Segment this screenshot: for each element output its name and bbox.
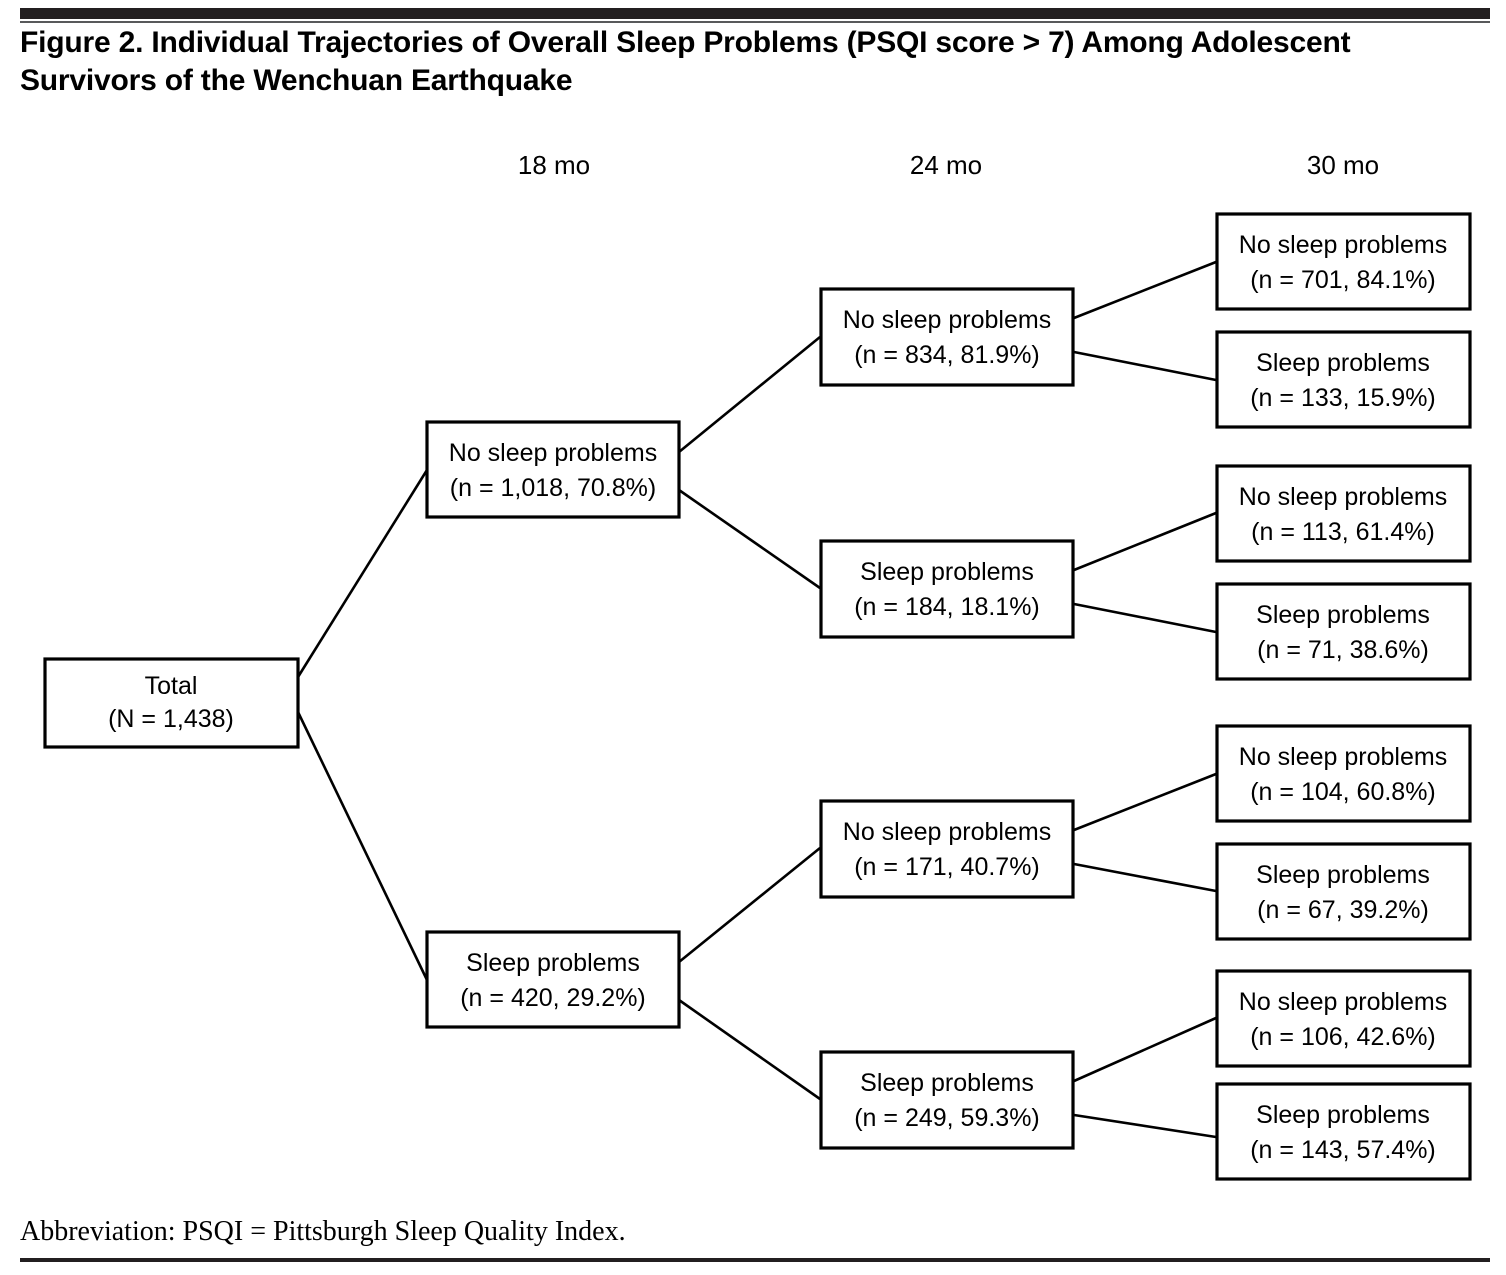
node-30mo-5-box[interactable] [1215,724,1472,823]
node-30mo-1-box[interactable] [1215,212,1472,311]
node-18mo-sleep-problems[interactable]: Sleep problems (n = 420, 29.2%) [425,930,681,1029]
node-18mo-no-sleep-problems[interactable]: No sleep problems (n = 1,018, 70.8%) [425,420,681,519]
node-30mo-7-box[interactable] [1215,969,1472,1068]
node-18mo-yes-line1: Sleep problems [466,949,640,977]
link-total-to-18mo-yes [296,711,429,981]
node-30mo-1[interactable]: No sleep problems (n = 701, 84.1%) [1215,212,1472,311]
node-18mo-no-line1: No sleep problems [449,439,657,467]
links-24mo-to-30mo [1073,260,1217,1139]
node-30mo-4-line2: (n = 71, 38.6%) [1257,636,1429,664]
column-header-30mo: 30 mo [1306,150,1380,180]
link-24mo-no-yes-to-30mo-4 [1073,602,1217,634]
links-root-to-18mo [296,469,429,981]
node-total-line2: (N = 1,438) [108,705,234,733]
node-30mo-6-line2: (n = 67, 39.2%) [1257,896,1429,924]
node-30mo-2-line1: Sleep problems [1256,349,1430,377]
node-24mo-no-no-line1: No sleep problems [843,306,1051,334]
link-24mo-yes-yes-to-30mo-8 [1073,1113,1217,1139]
node-30mo-8-line1: Sleep problems [1256,1101,1430,1129]
node-total-box[interactable] [43,657,300,749]
timepoint-headers: 18 mo 24 mo 30 mo [0,148,1506,182]
node-24mo-no-yes-box[interactable] [819,539,1075,639]
link-18mo-yes-to-24mo-yes [678,998,821,1101]
link-total-to-18mo-no [296,469,429,678]
link-18mo-no-to-24mo-no [678,335,821,454]
node-24mo-yes-no-box[interactable] [819,799,1075,899]
node-30mo-7-line1: No sleep problems [1239,988,1447,1016]
node-30mo-5-line1: No sleep problems [1239,743,1447,771]
node-24mo-no-no[interactable]: No sleep problems (n = 834, 81.9%) [819,287,1075,387]
node-30mo-5-line2: (n = 104, 60.8%) [1250,778,1436,806]
node-total-line1: Total [145,672,198,700]
link-24mo-yes-no-to-30mo-6 [1073,862,1217,893]
node-30mo-2[interactable]: Sleep problems (n = 133, 15.9%) [1215,330,1472,429]
node-30mo-3-line2: (n = 113, 61.4%) [1251,518,1435,546]
node-24mo-yes-no[interactable]: No sleep problems (n = 171, 40.7%) [819,799,1075,899]
node-30mo-7[interactable]: No sleep problems (n = 106, 42.6%) [1215,969,1472,1068]
figure-title: Figure 2. Individual Trajectories of Ove… [20,26,1351,98]
node-24mo-no-yes-line1: Sleep problems [860,558,1034,586]
node-30mo-1-line2: (n = 701, 84.1%) [1250,266,1436,294]
node-30mo-4-box[interactable] [1215,582,1472,681]
node-30mo-5[interactable]: No sleep problems (n = 104, 60.8%) [1215,724,1472,823]
node-24mo-yes-yes-box[interactable] [819,1050,1075,1150]
node-30mo-4-line1: Sleep problems [1256,601,1430,629]
node-18mo-yes-box[interactable] [425,930,681,1029]
node-total[interactable]: Total (N = 1,438) [43,657,300,749]
figure-footnote: Abbreviation: PSQI = Pittsburgh Sleep Qu… [20,1216,626,1247]
link-24mo-yes-no-to-30mo-5 [1073,772,1217,832]
link-24mo-no-no-to-30mo-1 [1073,260,1217,320]
node-18mo-yes-line2: (n = 420, 29.2%) [460,984,646,1012]
node-24mo-no-yes[interactable]: Sleep problems (n = 184, 18.1%) [819,539,1075,639]
column-header-18mo: 18 mo [517,150,591,180]
node-24mo-yes-yes-line1: Sleep problems [860,1069,1034,1097]
link-18mo-yes-to-24mo-no [678,846,821,964]
node-30mo-1-line1: No sleep problems [1239,231,1447,259]
node-30mo-8[interactable]: Sleep problems (n = 143, 57.4%) [1215,1082,1472,1181]
node-30mo-3-box[interactable] [1215,464,1472,563]
node-24mo-yes-no-line2: (n = 171, 40.7%) [854,853,1040,881]
node-30mo-8-box[interactable] [1215,1082,1472,1181]
column-header-24mo: 24 mo [909,150,983,180]
link-18mo-no-to-24mo-yes [678,488,821,590]
node-30mo-7-line2: (n = 106, 42.6%) [1250,1023,1436,1051]
top-rule-thick [20,8,1490,19]
node-30mo-6-box[interactable] [1215,842,1472,941]
node-18mo-no-box[interactable] [425,420,681,519]
node-30mo-8-line2: (n = 143, 57.4%) [1250,1136,1436,1164]
link-24mo-no-yes-to-30mo-3 [1073,511,1217,572]
node-24mo-yes-yes[interactable]: Sleep problems (n = 249, 59.3%) [819,1050,1075,1150]
node-18mo-no-line2: (n = 1,018, 70.8%) [450,474,656,502]
bottom-rule [20,1258,1490,1262]
link-24mo-yes-yes-to-30mo-7 [1073,1016,1217,1083]
node-30mo-3[interactable]: No sleep problems (n = 113, 61.4%) [1215,464,1472,563]
top-rule-thin [20,21,1490,23]
node-24mo-yes-no-line1: No sleep problems [843,818,1051,846]
node-30mo-6-line1: Sleep problems [1256,861,1430,889]
link-24mo-no-no-to-30mo-2 [1073,350,1217,382]
node-24mo-no-no-box[interactable] [819,287,1075,387]
node-24mo-no-yes-line2: (n = 184, 18.1%) [854,593,1040,621]
node-24mo-no-no-line2: (n = 834, 81.9%) [854,341,1040,369]
node-30mo-2-line2: (n = 133, 15.9%) [1250,384,1436,412]
links-18mo-to-24mo [678,335,821,1101]
node-24mo-yes-yes-line2: (n = 249, 59.3%) [854,1104,1040,1132]
node-30mo-6[interactable]: Sleep problems (n = 67, 39.2%) [1215,842,1472,941]
node-30mo-2-box[interactable] [1215,330,1472,429]
node-30mo-3-line1: No sleep problems [1239,483,1447,511]
node-30mo-4[interactable]: Sleep problems (n = 71, 38.6%) [1215,582,1472,681]
